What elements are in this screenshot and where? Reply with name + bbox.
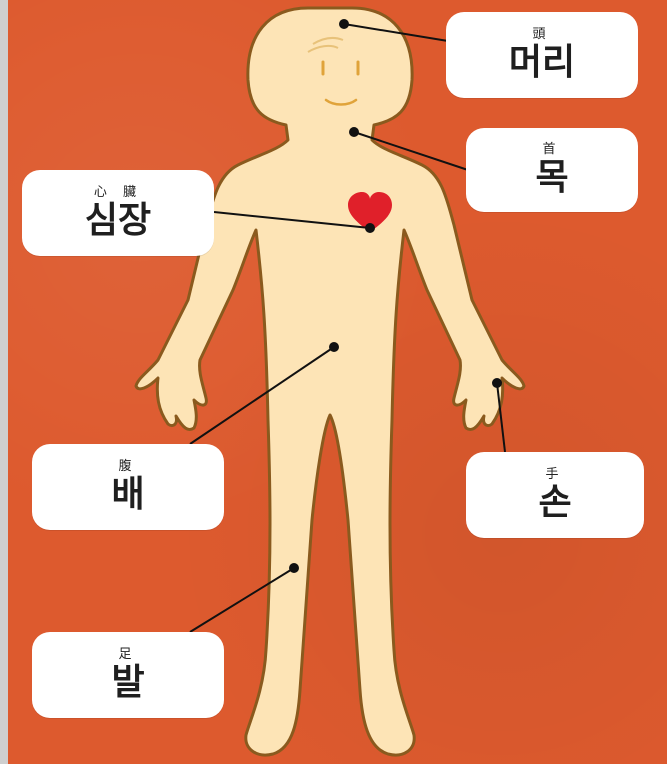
head-hanja: 頭: [532, 27, 551, 43]
heart-hanja: 心 臟: [94, 185, 142, 201]
heart-korean: 심장: [85, 201, 151, 241]
belly-label-card: 腹 배: [32, 444, 224, 530]
belly-point: [329, 342, 339, 352]
neck-korean: 목: [535, 158, 568, 198]
foot-label-card: 足 발: [32, 632, 224, 718]
neck-point: [349, 127, 359, 137]
heart-label-card: 心 臟 심장: [22, 170, 214, 256]
neck-label-card: 首 목: [466, 128, 638, 212]
foot-hanja: 足: [118, 647, 137, 663]
head-point: [339, 19, 349, 29]
diagram-canvas: 頭 머리 首 목 心 臟 심장 腹 배 手 손 足 발: [8, 0, 667, 764]
heart-point: [365, 223, 375, 233]
hand-point: [492, 378, 502, 388]
foot-point: [289, 563, 299, 573]
hand-label-card: 手 손: [466, 452, 644, 538]
neck-hanja: 首: [542, 142, 561, 158]
hand-hanja: 手: [545, 467, 564, 483]
belly-hanja: 腹: [118, 459, 137, 475]
hand-korean: 손: [538, 483, 571, 523]
left-edge-strip: [0, 0, 8, 764]
foot-korean: 발: [111, 663, 144, 703]
head-label-card: 頭 머리: [446, 12, 638, 98]
head-korean: 머리: [509, 43, 575, 83]
belly-korean: 배: [111, 475, 144, 515]
